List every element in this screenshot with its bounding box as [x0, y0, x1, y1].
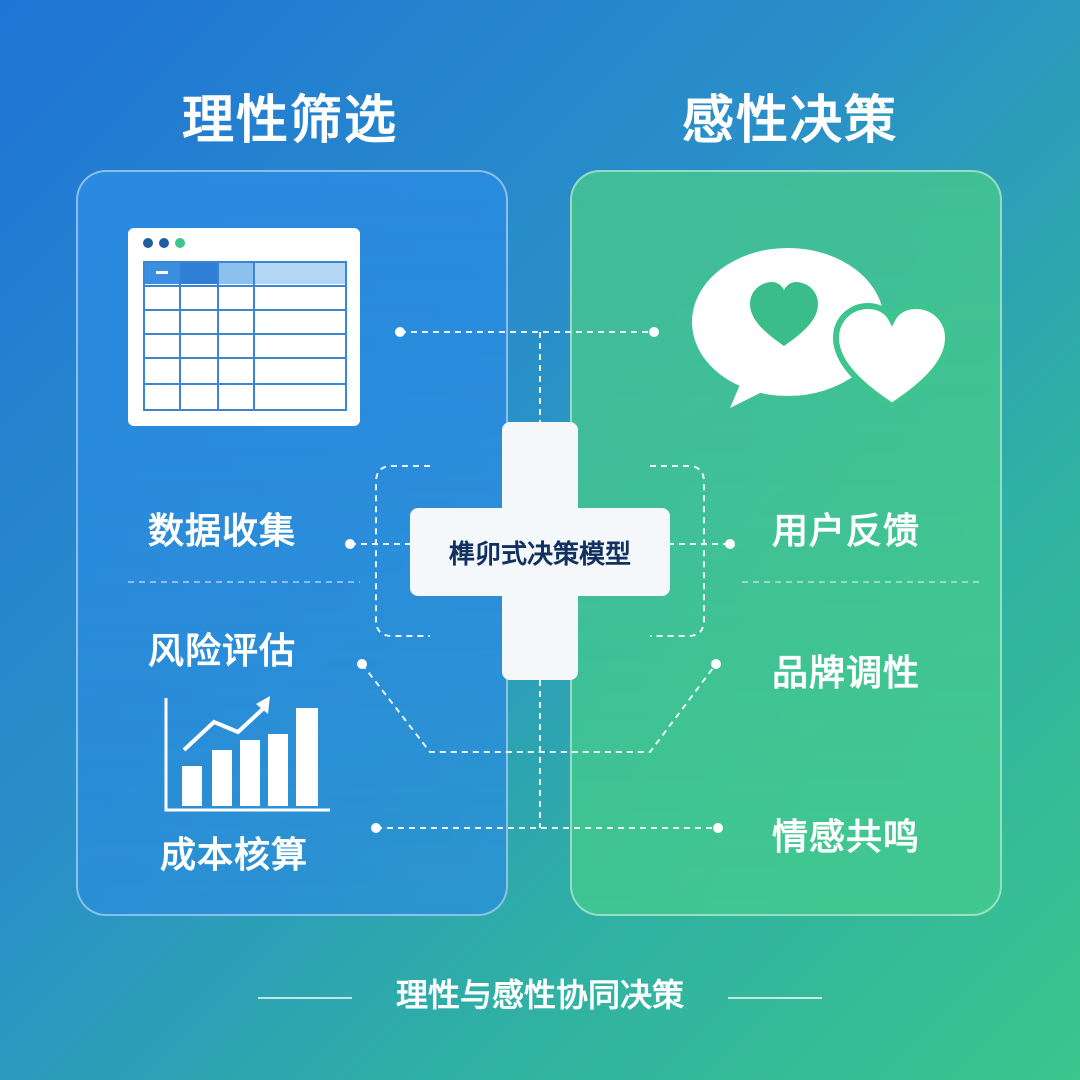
- center-model-label: 榫卯式决策模型: [448, 539, 631, 570]
- connector-dots: [345, 327, 735, 833]
- connector-lines: [128, 331, 980, 829]
- right-title: 感性决策: [681, 91, 898, 151]
- label-cost-accounting: 成本核算: [160, 835, 309, 876]
- label-risk-assessment: 风险评估: [148, 631, 297, 672]
- label-user-feedback: 用户反馈: [772, 511, 921, 552]
- spreadsheet-icon: [128, 228, 360, 426]
- label-brand-tone: 品牌调性: [772, 653, 921, 694]
- label-emotional-resonance: 情感共鸣: [772, 817, 921, 858]
- plus-cross-icon: [410, 422, 670, 680]
- bar-chart-growth-icon: [164, 696, 330, 812]
- label-data-collection: 数据收集: [148, 511, 297, 552]
- footer-caption: 理性与感性协同决策: [395, 976, 684, 1014]
- left-title: 理性筛选: [181, 91, 398, 151]
- chat-hearts-icon: [692, 248, 952, 410]
